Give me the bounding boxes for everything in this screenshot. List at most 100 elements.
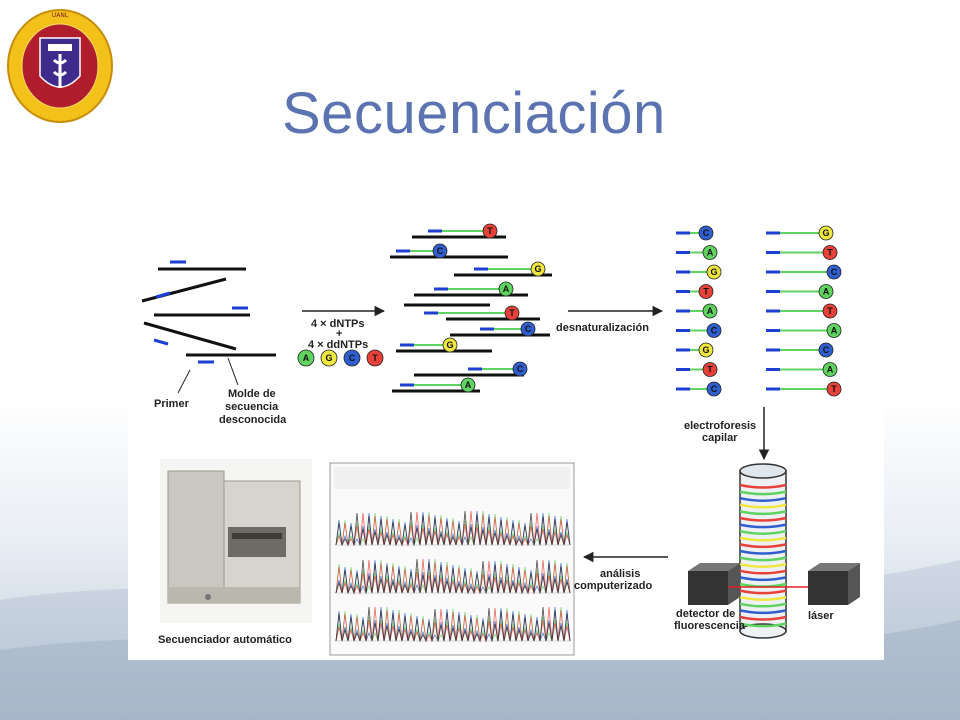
fragment-base-7-circle — [702, 362, 718, 377]
chromatogram-trace — [335, 606, 571, 643]
fragment-base-5-letter: A — [831, 326, 838, 336]
template-label-line1: Molde de — [228, 388, 276, 400]
extension-terminator-6-letter: G — [446, 340, 453, 350]
capillary-band — [739, 615, 787, 621]
fragment-base-8: T — [826, 381, 842, 397]
chromatogram-trace — [335, 558, 571, 595]
extension-terminator-8: A — [460, 377, 476, 393]
extension-terminator-8-letter: A — [465, 380, 472, 390]
ddntp-base-3: T — [366, 349, 384, 367]
fragment-base-3: A — [818, 284, 834, 299]
fragment-base-7: T — [702, 362, 718, 377]
fragment-base-7-letter: T — [707, 365, 713, 375]
capillary-band — [739, 503, 787, 509]
fragment-base-3-letter: T — [703, 287, 709, 297]
fragment-base-1-circle — [822, 245, 838, 260]
chromatogram-trace — [335, 558, 571, 595]
extension-terminator-0: T — [482, 223, 498, 239]
fragment-base-1: T — [822, 245, 838, 260]
fragment-base-3-letter: A — [823, 287, 830, 297]
capillary-band — [739, 543, 787, 549]
fragment-base-4: T — [822, 303, 838, 319]
fragment-base-4-circle — [822, 303, 838, 319]
extension-terminator-3-circle — [498, 281, 514, 297]
university-seal-logo: UANL — [7, 9, 113, 123]
fragment-base-7-letter: A — [827, 365, 834, 375]
capillary-band — [739, 602, 787, 608]
dntps-label: 4 × dNTPs — [311, 318, 365, 330]
ddntp-base-1: G — [320, 349, 338, 367]
capillary-band — [739, 516, 787, 522]
capillary-band — [739, 523, 787, 529]
fragment-base-6: G — [698, 342, 714, 358]
fragment-base-0: G — [818, 225, 834, 241]
fragment-base-2-circle — [826, 264, 842, 280]
extension-terminator-1-letter: C — [437, 246, 444, 256]
fragment-base-3: T — [698, 284, 714, 299]
ddntp-base-1-circle — [320, 349, 338, 367]
fragment-base-5: A — [826, 323, 842, 338]
chromatogram-trace — [335, 606, 571, 643]
capillary-band — [739, 569, 787, 575]
fragment-base-5-circle — [706, 323, 722, 338]
fragment-base-4: A — [702, 303, 718, 319]
fragment-base-3-circle — [818, 284, 834, 299]
capillary-band — [739, 609, 787, 615]
extension-terminator-7-circle — [512, 361, 528, 377]
extension-terminator-7-letter: C — [517, 364, 524, 374]
fragment-base-8-letter: T — [831, 384, 837, 394]
chromatogram-trace — [335, 510, 571, 547]
fragment-base-5: C — [706, 323, 722, 338]
ddntps-label: 4 × ddNTPs — [308, 339, 368, 351]
extension-terminator-5: C — [520, 321, 536, 337]
fragment-base-4-letter: T — [827, 306, 833, 316]
chromatogram-trace — [335, 558, 571, 595]
fragment-base-8-circle — [706, 381, 722, 397]
extension-terminator-4-circle — [504, 305, 520, 321]
capillary-band — [739, 490, 787, 496]
capillary-band — [739, 556, 787, 562]
detector-label-line2: fluorescencia — [674, 620, 746, 632]
fragment-base-0-letter: C — [703, 228, 710, 238]
fragment-base-6-circle — [698, 342, 714, 358]
fragment-base-1: A — [702, 245, 718, 260]
ddntp-base-3-circle — [366, 349, 384, 367]
chromatogram-trace — [335, 606, 571, 643]
plus-label: + — [336, 328, 342, 340]
extension-terminator-6: G — [442, 337, 458, 353]
extension-terminator-5-letter: C — [525, 324, 532, 334]
fragment-base-7-circle — [822, 362, 838, 377]
fragment-base-0-letter: G — [822, 228, 829, 238]
sequencing-diagram: Primer Molde de secuencia desconocida 4 … — [141, 223, 860, 656]
logo-arc-text: UANL — [52, 12, 69, 19]
capillary-band — [739, 483, 787, 489]
fragment-base-3-circle — [698, 284, 714, 299]
extension-terminator-3: A — [498, 281, 514, 297]
extension-terminator-1-circle — [432, 243, 448, 259]
fragment-base-8-letter: C — [711, 384, 718, 394]
extension-terminator-2: G — [530, 261, 546, 277]
fragment-base-8-circle — [826, 381, 842, 397]
detector-label-line1: detector de — [676, 608, 735, 620]
fragment-base-4-letter: A — [707, 306, 714, 316]
fragment-base-0-circle — [698, 225, 714, 241]
fragment-base-6-letter: G — [702, 345, 709, 355]
template-strands — [141, 267, 276, 357]
fragment-base-6: C — [818, 342, 834, 358]
capillary-band — [739, 576, 787, 582]
capillary-band — [739, 536, 787, 542]
ddntp-base-3-letter: T — [372, 353, 378, 363]
fragment-base-4-circle — [702, 303, 718, 319]
fragment-base-6-circle — [818, 342, 834, 358]
sequencing-figure: Primer Molde de secuencia desconocida 4 … — [128, 215, 884, 660]
laser-label: láser — [808, 610, 834, 622]
fragment-base-1-circle — [702, 245, 718, 260]
slide-title: Secuenciación — [282, 81, 666, 146]
capillary-tube — [739, 463, 787, 639]
chromatogram-trace — [335, 510, 571, 547]
denaturation-label: desnaturalización — [556, 322, 649, 334]
electrophoresis-label-line2: capilar — [702, 432, 738, 444]
extension-terminator-2-circle — [530, 261, 546, 277]
